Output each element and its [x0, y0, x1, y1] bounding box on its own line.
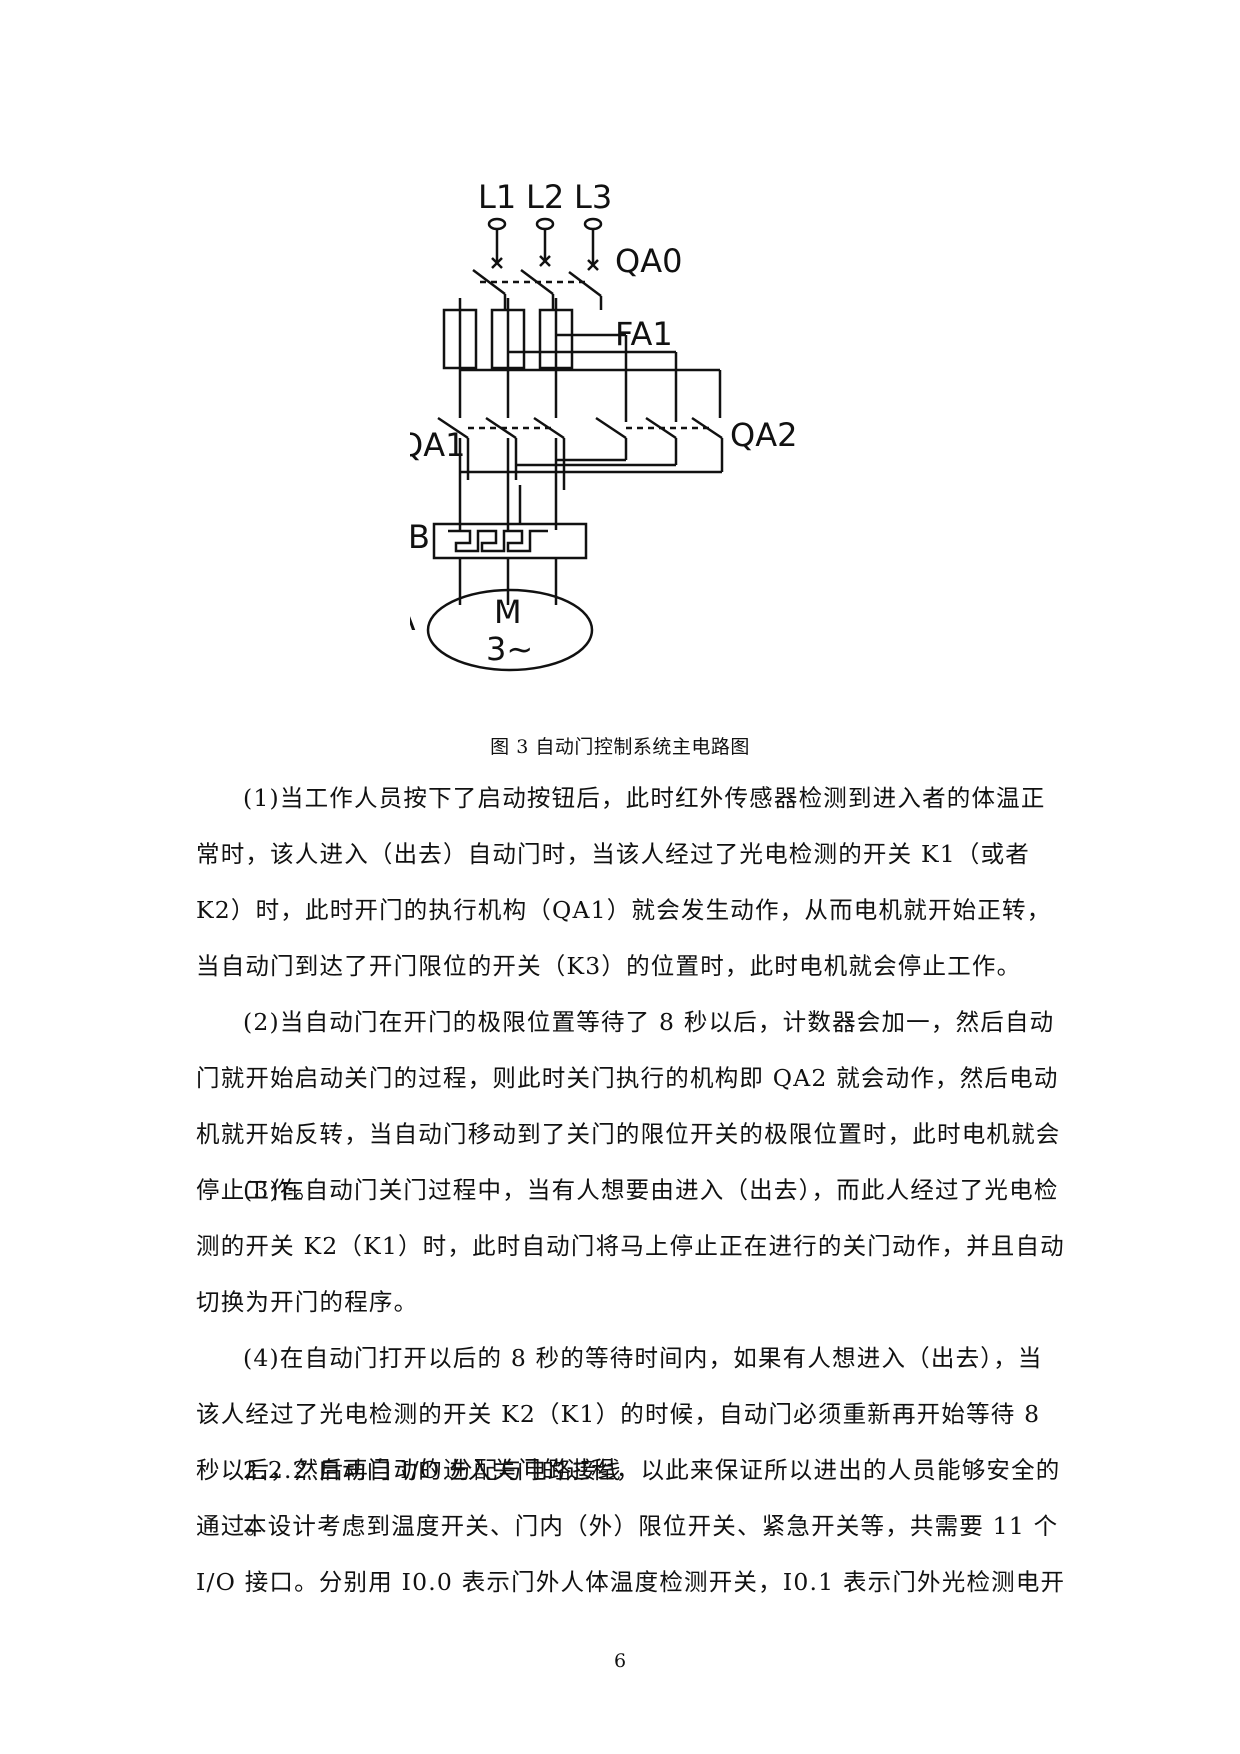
terminal-l1: [487, 217, 507, 231]
label-l1: L1: [478, 178, 516, 216]
section-heading: 2.2.2 自动门 I/O 分配与电路接线: [243, 1456, 622, 1484]
label-l2: L2: [526, 178, 564, 216]
qa2-contact-1: [595, 416, 627, 440]
main-circuit-diagram: L1 L2 L3 QA0 FA1 QA1 QA2 BB MA M 3~: [410, 170, 910, 690]
motor-symbol: [426, 588, 594, 672]
page-number: 6: [613, 1650, 627, 1672]
circuit-svg: L1 L2 L3 QA0 FA1 QA1 QA2 BB MA M 3~: [410, 178, 797, 672]
qa0-contact-1: [472, 269, 506, 295]
qa0-contact-3: [568, 271, 602, 297]
label-motor-phase: 3~: [486, 630, 533, 668]
label-bb: BB: [410, 518, 430, 556]
label-fa1: FA1: [615, 315, 673, 353]
qa1-contact-1: [437, 416, 469, 440]
thermal-relay-box: [432, 522, 588, 560]
paragraph-4: (4)在自动门打开以后的 8 秒的等待时间内，如果有人想进入（出去），当该人经过…: [196, 1344, 1061, 1540]
terminal-l2: [535, 217, 555, 231]
paragraph-3: (3)在自动门关门过程中，当有人想要由进入（出去），而此人经过了光电检测的开关 …: [196, 1176, 1065, 1316]
figure-caption: 图 3 自动门控制系统主电路图: [490, 736, 750, 758]
paragraph-1: (1)当工作人员按下了启动按钮后，此时红外传感器检测到进入者的体温正常时，该人进…: [196, 784, 1052, 980]
paragraph-2: (2)当自动门在开门的极限位置等待了 8 秒以后，计数器会加一，然后自动门就开始…: [196, 1008, 1061, 1204]
closing-paragraph: 本设计考虑到温度开关、门内（外）限位开关、紧急开关等，共需要 11 个 I/O …: [196, 1512, 1066, 1596]
label-qa2: QA2: [730, 416, 797, 454]
label-qa0: QA0: [615, 242, 682, 280]
label-l3: L3: [574, 178, 612, 216]
terminal-l3: [583, 217, 603, 231]
label-motor-m: M: [494, 593, 522, 631]
label-qa1: QA1: [410, 426, 465, 464]
label-ma: MA: [410, 600, 416, 638]
